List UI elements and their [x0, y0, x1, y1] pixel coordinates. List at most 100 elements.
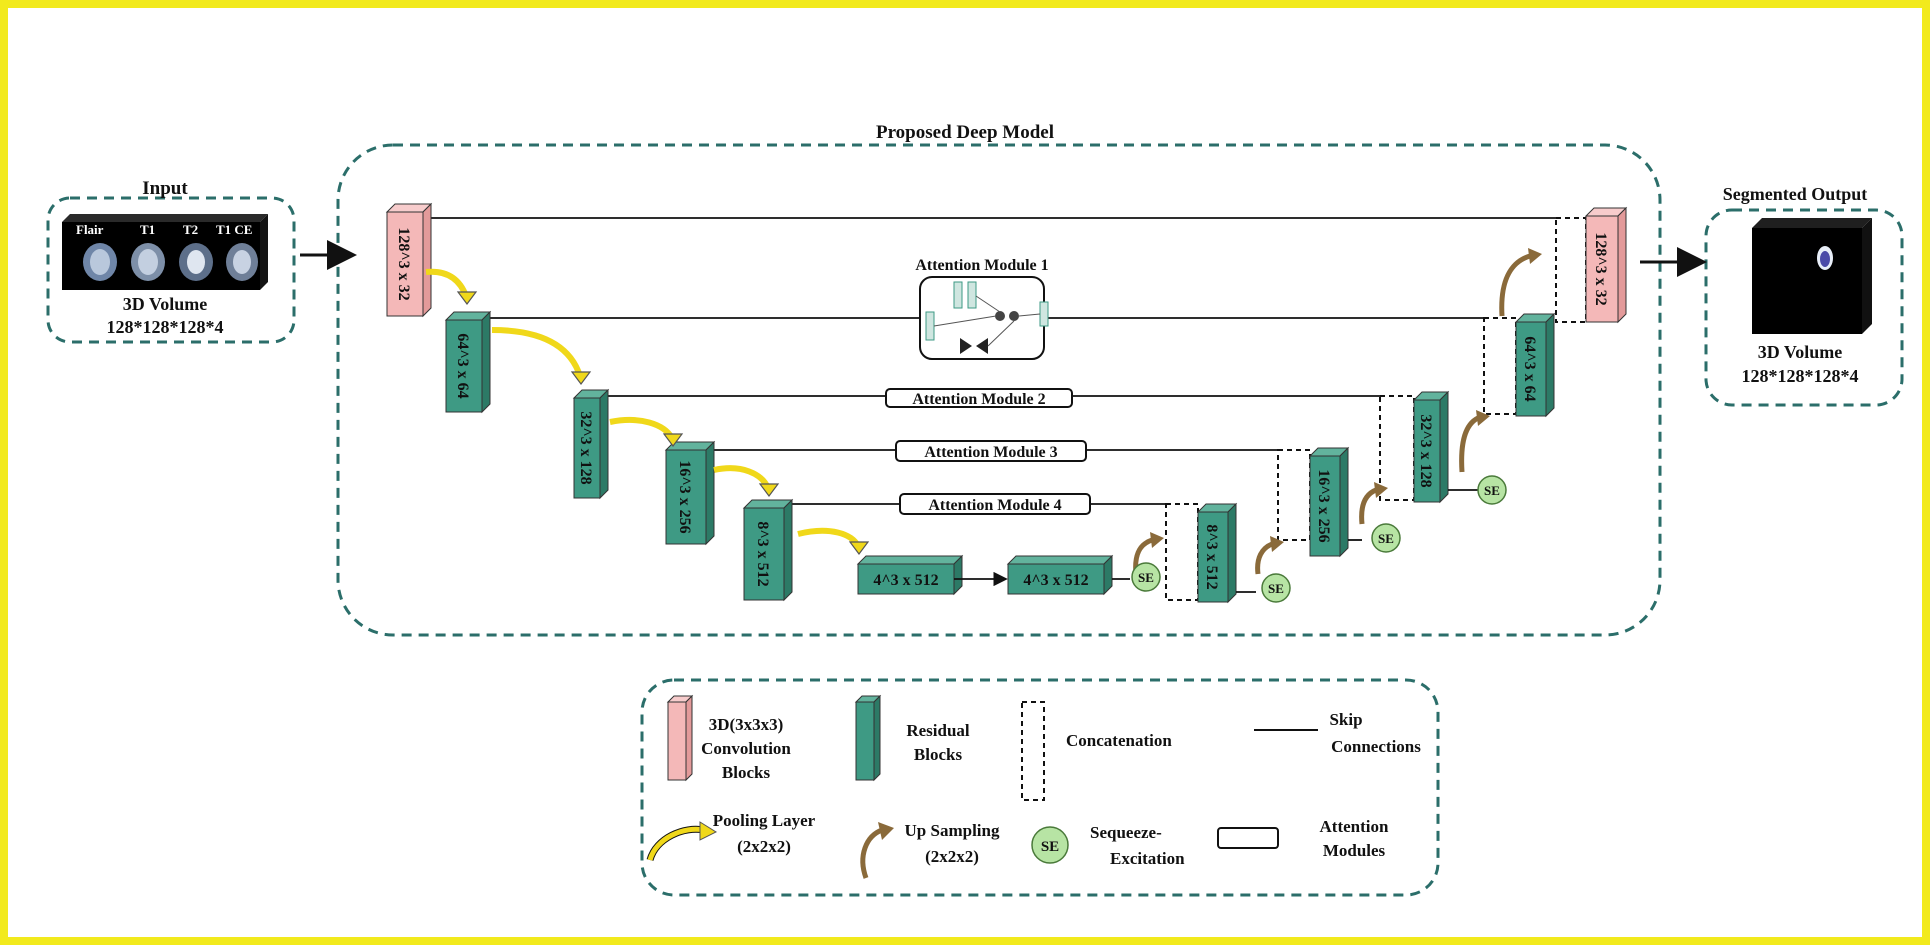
input-volume: Flair T1 T2 T1 CE: [62, 214, 268, 290]
bottleneck-block-2: 4^3 x 512: [1006, 554, 1114, 596]
attention-module-1-schematic: [925, 281, 1049, 354]
upsampling-arrow-4: [1459, 410, 1490, 473]
bottleneck-block-1-label: 4^3 x 512: [873, 572, 938, 589]
encoder-block-2: 64^3 x 64: [444, 310, 492, 414]
concat-box-4: [1277, 449, 1311, 541]
attention-module-4: Attention Module 4: [899, 493, 1091, 515]
decoder-block-5-label: 8^3 x 512: [1203, 524, 1220, 589]
se-block-3: SE: [1371, 523, 1401, 553]
encoder-block-1-label: 128^3 x 32: [395, 227, 412, 300]
legend-container: [640, 678, 1440, 897]
modality-label-flair: Flair: [76, 222, 104, 237]
mri-slice-t1: [131, 243, 165, 281]
decoder-block-5: 8^3 x 512: [1165, 502, 1238, 604]
decoder-block-4: 16^3 x 256: [1277, 446, 1350, 558]
encoder-block-4-label: 16^3 x 256: [676, 460, 693, 533]
decoder-block-1: 128^3 x 32: [1555, 206, 1628, 324]
output-heading: Segmented Output: [1723, 184, 1868, 204]
decoder-block-3-label: 32^3 x 128: [1417, 414, 1434, 487]
legend-attention-swatch: [1217, 827, 1279, 849]
skip-connections: [426, 217, 1556, 505]
modality-label-t1: T1: [140, 222, 155, 237]
bottleneck-block-1: 4^3 x 512: [856, 554, 964, 596]
upsampling-arrow-3: [1359, 482, 1388, 525]
concat-box-2: [1483, 317, 1517, 415]
upsampling-arrows: [1133, 248, 1542, 575]
legend-residual-swatch: [854, 694, 882, 782]
modality-label-t1ce: T1 CE: [216, 222, 252, 237]
output-container: [1704, 208, 1904, 407]
legend-conv-label-2: Convolution: [701, 739, 791, 758]
encoder-block-5: 8^3 x 512: [742, 498, 794, 602]
attention-module-3: Attention Module 3: [895, 440, 1087, 462]
legend-skip-label-2: Connections: [1331, 737, 1421, 756]
decoder-block-2-label: 64^3 x 64: [1521, 336, 1538, 401]
pooling-arrows: [425, 268, 870, 555]
se-block-2-label: SE: [1268, 581, 1284, 596]
decoder-block-1-label: 128^3 x 32: [1592, 232, 1609, 305]
se-block-3-label: SE: [1378, 531, 1394, 546]
diagram-title: Proposed Deep Model: [876, 122, 1054, 143]
pooling-arrow-4: [713, 465, 780, 497]
upsampling-arrow-2: [1255, 536, 1284, 575]
attention-module-2-label: Attention Module 2: [912, 391, 1045, 408]
decoder-block-2: 64^3 x 64: [1483, 312, 1556, 418]
legend-upsampling-label-2: (2x2x2): [925, 847, 979, 866]
concat-box-1: [1555, 217, 1587, 323]
legend-pooling-label-1: Pooling Layer: [713, 811, 816, 830]
tumor-mask-core: [1820, 251, 1830, 267]
attention-module-1: Attention Module 1: [915, 257, 1049, 360]
modality-label-t2: T2: [183, 222, 198, 237]
output-volume: [1752, 218, 1872, 334]
decoder-block-3: 32^3 x 128: [1379, 390, 1450, 504]
concat-box-3: [1379, 395, 1415, 501]
concat-box-5: [1165, 503, 1199, 601]
legend-se-label-2: Excitation: [1110, 849, 1185, 868]
output-volume-dims: 128*128*128*4: [1742, 366, 1859, 386]
legend-conv-swatch: [666, 694, 694, 782]
input-volume-dims: 128*128*128*4: [107, 317, 224, 337]
legend-skip-label-1: Skip: [1329, 710, 1362, 729]
pooling-arrow-5: [797, 527, 870, 555]
se-block-4: SE: [1477, 475, 1507, 505]
se-block-4-label: SE: [1484, 483, 1500, 498]
legend-upsampling-swatch: [860, 822, 894, 879]
mri-slice-flair: [83, 243, 117, 281]
attention-module-4-label: Attention Module 4: [928, 497, 1061, 514]
legend-residual-label-2: Blocks: [914, 745, 963, 764]
pooling-arrow-2: [491, 327, 592, 385]
encoder-block-3-label: 32^3 x 128: [577, 411, 594, 484]
se-block-1: SE: [1131, 562, 1161, 592]
legend-concat-swatch: [1021, 701, 1045, 801]
upsampling-arrow-5: [1499, 248, 1542, 317]
legend-pooling-swatch: [646, 821, 718, 862]
legend-attention-label-2: Modules: [1323, 841, 1386, 860]
model-container: [336, 143, 1662, 637]
attention-module-1-title: Attention Module 1: [915, 257, 1048, 274]
decoder-block-4-label: 16^3 x 256: [1315, 469, 1332, 542]
input-heading: Input: [142, 178, 188, 199]
input-volume-label: 3D Volume: [123, 294, 208, 314]
mri-slice-t2: [179, 243, 213, 281]
encoder-block-3: 32^3 x 128: [572, 388, 610, 500]
encoder-block-2-label: 64^3 x 64: [454, 333, 471, 398]
output-volume-label: 3D Volume: [1758, 342, 1843, 362]
legend-upsampling-label-1: Up Sampling: [905, 821, 1000, 840]
attention-module-2: Attention Module 2: [885, 388, 1073, 408]
legend-se-swatch: SE: [1031, 826, 1069, 864]
se-block-1-label: SE: [1138, 570, 1154, 585]
encoder-block-1: 128^3 x 32: [385, 202, 433, 318]
pooling-arrow-3: [609, 416, 684, 447]
legend-attention-label-1: Attention: [1320, 817, 1389, 836]
encoder-block-5-label: 8^3 x 512: [754, 521, 771, 586]
legend-pooling-label-2: (2x2x2): [737, 837, 791, 856]
pooling-arrow-1: [425, 268, 478, 305]
legend-se-label-1: Sequeeze-: [1090, 823, 1162, 842]
attention-module-3-label: Attention Module 3: [924, 444, 1057, 461]
encoder-block-4: 16^3 x 256: [664, 440, 716, 546]
legend-conv-label-3: Blocks: [722, 763, 771, 782]
legend: 3D(3x3x3) Convolution Blocks Residual Bl…: [646, 694, 1421, 879]
se-block-2: SE: [1261, 573, 1291, 603]
